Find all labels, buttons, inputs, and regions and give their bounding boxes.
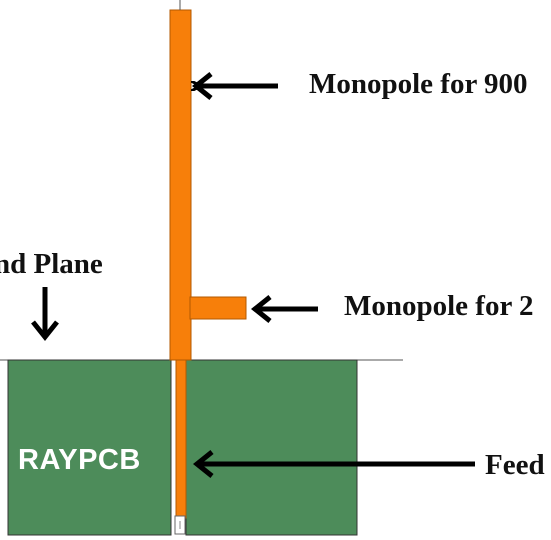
arrowhead-ground-plane: [31, 320, 59, 342]
ground-plane-right: [185, 359, 358, 536]
label-monopole-2: Monopole for 2: [344, 290, 534, 322]
arrowhead-monopole-2: [250, 295, 272, 323]
label-monopole-900: Monopole for 900: [309, 68, 528, 100]
monopole-2-stub: [189, 296, 247, 320]
label-feed: Feed: [485, 449, 545, 481]
watermark-logo: RAYPCB: [18, 444, 141, 476]
ground-plane-left: [7, 359, 172, 536]
feed-line: [175, 359, 187, 519]
label-ground-plane: nd Plane: [0, 248, 103, 280]
arrowhead-feed: [192, 450, 214, 478]
monopole-900-arm: [169, 9, 192, 361]
arrowhead-monopole-900: [191, 72, 213, 100]
